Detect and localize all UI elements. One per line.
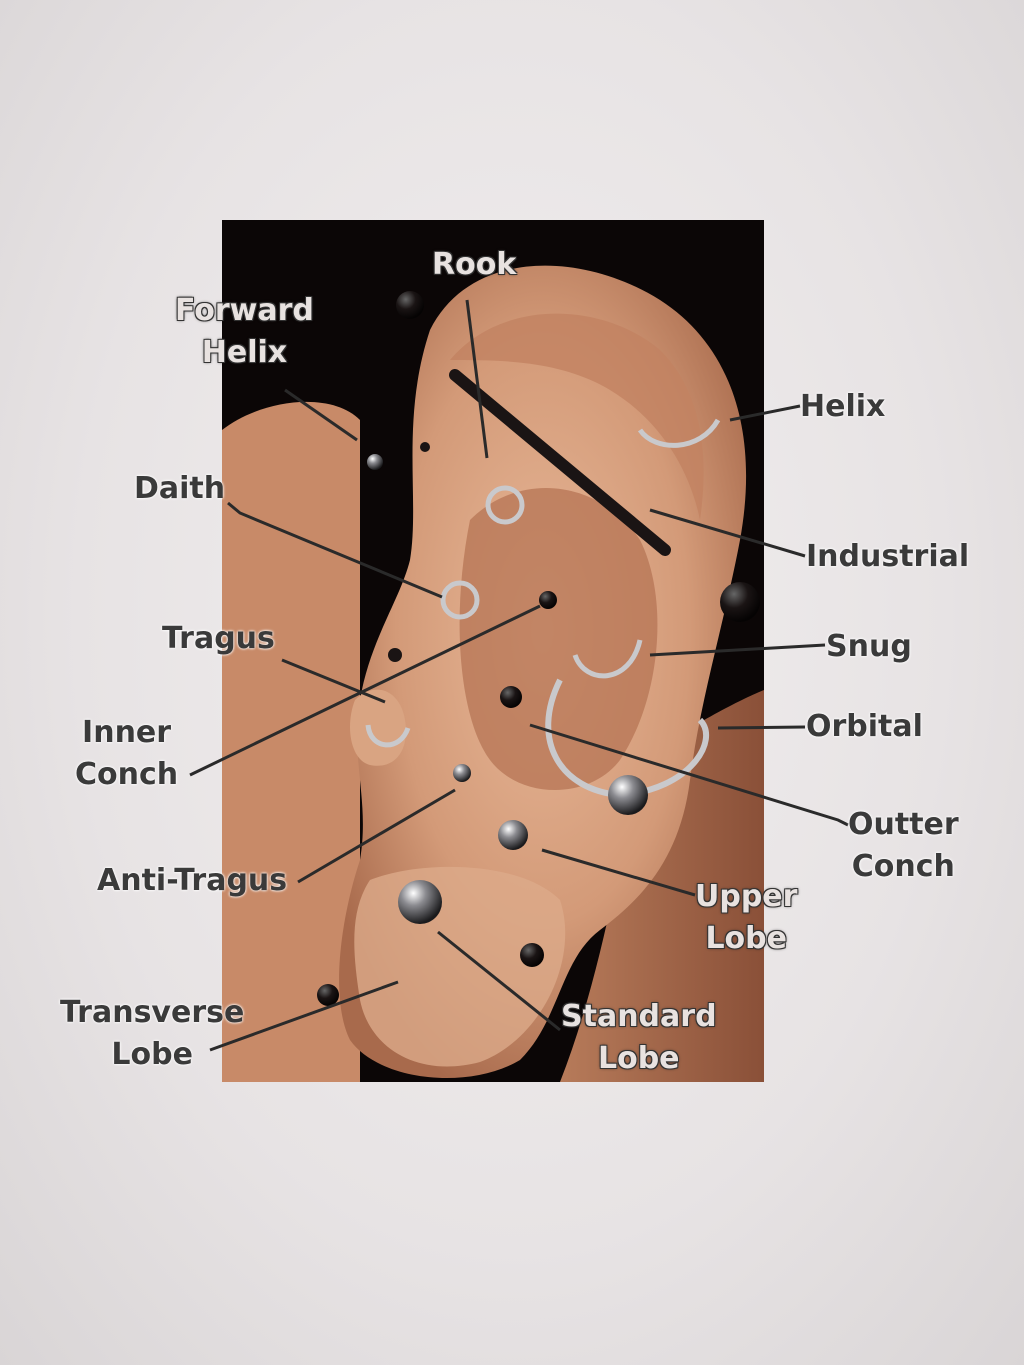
leader-lines xyxy=(189,299,849,1052)
leader-inner-conch xyxy=(189,604,541,777)
leader-transverse-lobe xyxy=(209,980,399,1052)
label-forward-helix: Forward Helix xyxy=(175,293,314,370)
upper-lobe-stud xyxy=(498,820,528,850)
label-transverse-lobe: Transverse Lobe xyxy=(60,995,245,1072)
outter-conch-stud xyxy=(500,686,522,708)
forward-helix-stud-2 xyxy=(420,442,430,452)
concha-shadow xyxy=(459,487,658,790)
helix-ring xyxy=(637,418,721,448)
leader-industrial xyxy=(649,508,806,558)
transverse-lobe-stud xyxy=(317,984,339,1006)
label-helix: Helix xyxy=(800,389,886,424)
skin-area xyxy=(222,401,360,1082)
leader-helix xyxy=(729,404,801,422)
label-standard-lobe: Standard Lobe xyxy=(561,999,717,1076)
label-orbital: Orbital xyxy=(806,709,923,744)
leader-forward-helix xyxy=(284,388,358,442)
snug-ring xyxy=(572,639,643,679)
standard-lobe-stud-small xyxy=(520,943,544,967)
inner-conch-stud xyxy=(539,591,557,609)
leader-orbital xyxy=(717,725,806,730)
leader-snug xyxy=(649,643,826,657)
daith-ring xyxy=(440,580,480,620)
leader-standard-lobe xyxy=(437,930,561,1032)
leader-daith xyxy=(227,501,443,599)
label-outter-conch: Outter Conch xyxy=(848,807,959,884)
tragus-stud-top xyxy=(388,648,402,662)
leader-rook xyxy=(465,299,489,459)
orbital-ball xyxy=(608,775,648,815)
leader-upper-lobe xyxy=(541,848,696,897)
label-upper-lobe: Upper Lobe xyxy=(695,879,798,956)
standard-lobe-stud-large xyxy=(398,880,442,924)
forward-helix-stud xyxy=(367,454,383,470)
label-inner-conch: Inner Conch xyxy=(75,715,179,792)
forward-helix-stud-top xyxy=(396,291,424,319)
label-rook: Rook xyxy=(432,247,517,282)
label-snug: Snug xyxy=(826,629,912,664)
leader-tragus xyxy=(281,658,386,704)
snug-stud xyxy=(720,582,760,622)
label-industrial: Industrial xyxy=(806,539,970,574)
label-anti-tragus: Anti-Tragus xyxy=(97,863,288,898)
leader-outter-conch xyxy=(529,723,849,827)
tragus-shape xyxy=(350,689,406,766)
tragus-ring xyxy=(365,724,411,748)
leader-anti-tragus xyxy=(297,788,456,884)
industrial-bar xyxy=(449,369,671,556)
anti-tragus-stud xyxy=(453,764,471,782)
rook-ring xyxy=(485,485,525,525)
helix-rim xyxy=(450,313,704,520)
label-tragus: Tragus xyxy=(162,621,275,656)
label-daith: Daith xyxy=(134,471,226,506)
